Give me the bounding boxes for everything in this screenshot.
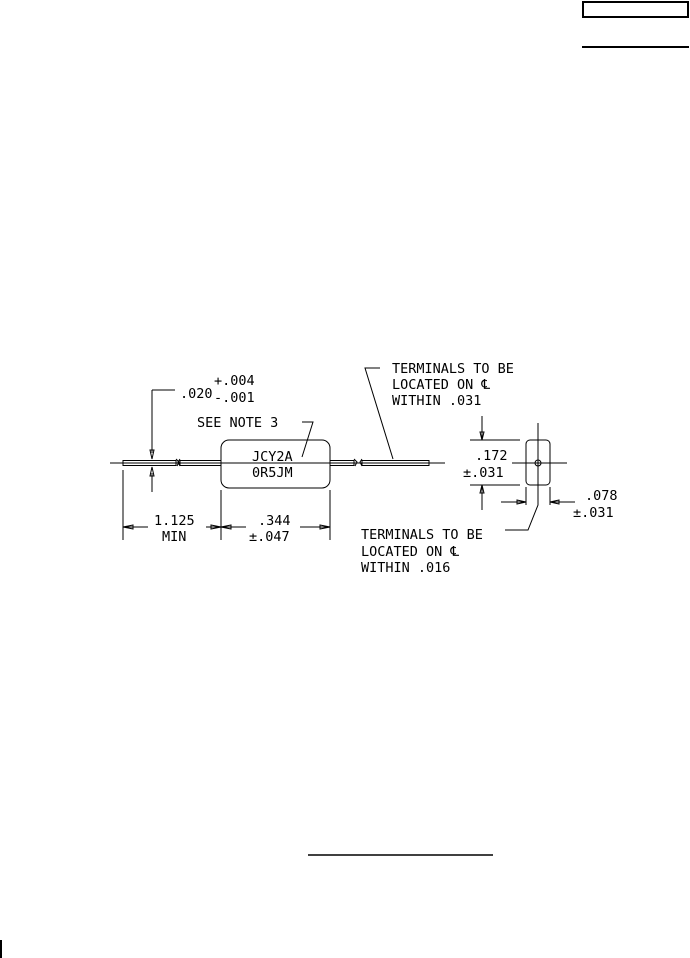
see-note-label: SEE NOTE 3	[197, 415, 278, 431]
lead-diameter-plus: +.004	[214, 373, 255, 389]
body-height-value: .172	[475, 448, 508, 464]
body-width-value: .078	[585, 488, 618, 504]
terminal-note-top-line-3: WITHIN .031	[392, 393, 481, 409]
terminal-note-bottom-line-3: WITHIN .016	[361, 560, 450, 576]
body-length-value: .344	[258, 513, 291, 529]
lead-length-value: 1.125	[154, 513, 195, 529]
marking-line-1: JCY2A	[252, 449, 293, 465]
body-width-tolerance: ±.031	[573, 505, 614, 521]
body-length-tolerance: ±.047	[249, 529, 290, 545]
lead-diameter-minus: -.001	[214, 390, 255, 406]
end-view: .172 ±.031 .078 ±.031 TERMINALS TO BE LO…	[361, 416, 618, 576]
lead-diameter-nominal: .020	[180, 386, 213, 402]
body-height-tolerance: ±.031	[463, 465, 504, 481]
terminal-note-top-line-1: TERMINALS TO BE	[392, 361, 514, 377]
terminal-note-top-line-2: LOCATED ON ℄	[392, 377, 490, 393]
capacitor-body	[220, 439, 331, 489]
marking-line-2: 0R5JM	[252, 465, 293, 481]
title-block-box	[582, 1, 689, 18]
terminal-note-bottom-line-1: TERMINALS TO BE	[361, 527, 483, 543]
side-view: JCY2A 0R5JM .020 +.004 -.001 SEE NOTE 3 …	[110, 361, 514, 545]
lead-length-qualifier: MIN	[162, 529, 186, 545]
terminal-note-bottom-line-2: LOCATED ON ℄	[361, 544, 459, 560]
